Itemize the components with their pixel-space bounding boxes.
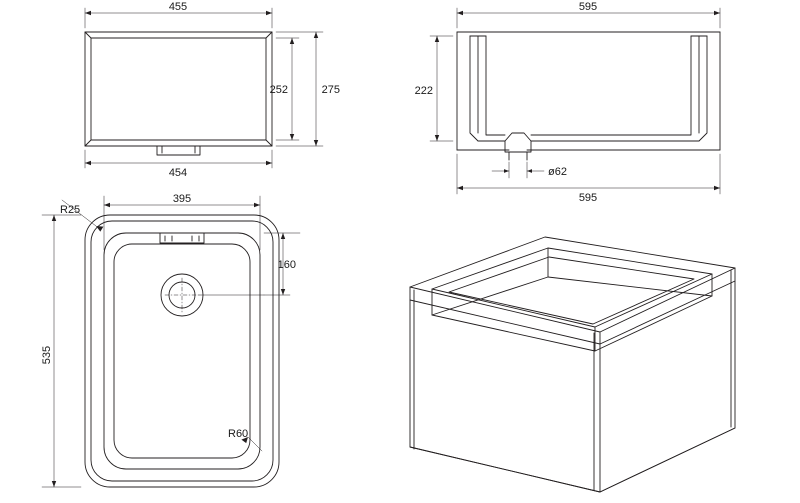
dim-side-width-bottom: 595 [579,192,597,204]
dimension-labels: 455 454 252 275 595 222 ø62 595 395 160 … [41,1,597,440]
view-top-plan [84,214,280,488]
dim-plan-height-total: 535 [41,346,53,364]
view-front-elevation [84,31,273,156]
dim-front-height-outer: 275 [322,84,340,96]
dim-front-height-inner: 252 [270,84,288,96]
dim-radius-corner-inner: R60 [228,428,248,440]
view-side-section [456,31,721,161]
dim-side-height: 222 [415,85,433,97]
dim-front-width-top: 455 [169,1,187,13]
dim-front-width-bottom: 454 [169,167,187,179]
dim-plan-width-inner: 395 [173,193,191,205]
view-isometric [409,236,736,493]
dim-radius-corner-outer: R25 [60,204,80,216]
dim-side-width-top: 595 [579,1,597,13]
dim-drain-diameter: ø62 [548,166,567,178]
dim-plan-drain-offset: 160 [278,259,296,271]
